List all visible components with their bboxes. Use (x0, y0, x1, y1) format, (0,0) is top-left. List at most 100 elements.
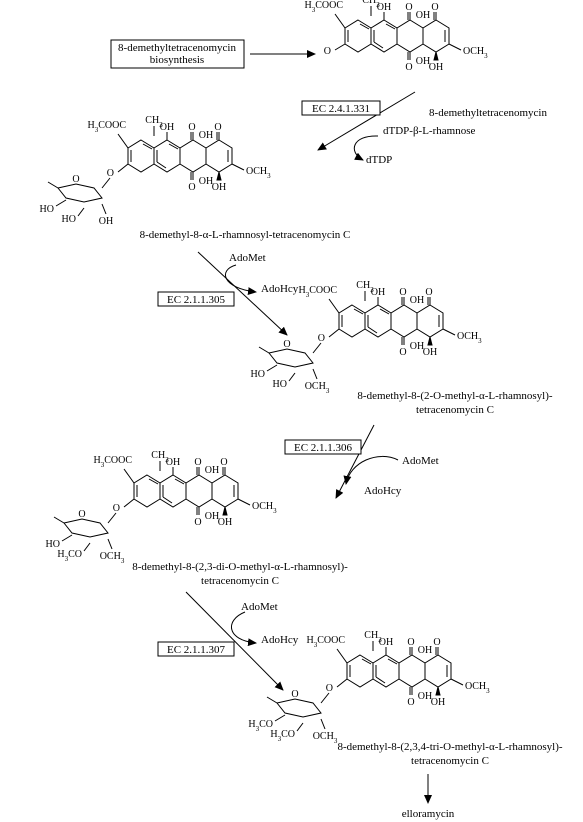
methoxy-group: OCH3 (246, 166, 271, 180)
compound-2-name: 8-demethyl-8-α-L-rhamnosyl-tetracenomyci… (140, 229, 351, 241)
oxo-group: O (405, 62, 412, 73)
double-bond (379, 308, 390, 315)
compound-5-name-line-1: 8-demethyl-8-(2,3,4-tri-O-methyl-α-L-rha… (337, 741, 562, 753)
arrow-step-4 (185, 591, 284, 691)
glycosidic-oxygen: O (107, 168, 114, 179)
double-bond (387, 658, 398, 665)
wedge-bond (216, 171, 222, 181)
glycosidic-bond-2 (320, 692, 330, 704)
ester-group: H3COOC (306, 635, 345, 649)
methoxy-bond (442, 328, 456, 336)
glycosidic-bond-2 (107, 512, 117, 524)
c5-methyl-bond (53, 516, 65, 524)
ring-3 (390, 304, 418, 338)
ring-1 (133, 474, 161, 508)
start-box-line-2: biosynthesis (150, 54, 204, 66)
sugar-methoxy: OCH3 (313, 731, 338, 745)
hydroxyl-group: OH (199, 176, 213, 187)
final-product-name: elloramycin (402, 808, 455, 820)
hydroxyl-group: OH (418, 645, 432, 656)
double-bond (375, 676, 386, 684)
sugar-hydroxyl: OH (99, 216, 113, 227)
wedge-bond (433, 51, 439, 61)
glycosidic-bond (117, 163, 129, 173)
ring-1 (344, 19, 372, 53)
start-box-line-1: 8-demethyltetracenomycin (118, 42, 236, 54)
ester-bond (336, 648, 348, 664)
cosubstrate-in-4: AdoMet (241, 601, 278, 613)
hydroxyl-group: OH (431, 697, 445, 708)
glycosidic-oxygen: O (326, 683, 333, 694)
sugar-hydroxyl: HO (251, 369, 265, 380)
oxo-group: O (194, 517, 201, 528)
ester-bond (334, 13, 346, 29)
cosubstrate-in-2: AdoMet (229, 252, 266, 264)
hydroxyl-group: OH (429, 62, 443, 73)
methoxy-bond (231, 163, 245, 171)
hydroxyl-group: OH (410, 341, 424, 352)
glycosidic-bond (336, 678, 348, 688)
methoxy-bond (448, 43, 462, 51)
ring-3 (185, 474, 213, 508)
ring-2 (370, 19, 398, 53)
oxo-group: O (399, 287, 406, 298)
double-bond (359, 23, 370, 30)
enzyme-box-3: EC 2.1.1.306 (284, 439, 362, 455)
oxo-group: O (188, 122, 195, 133)
arrow-step-2 (197, 251, 288, 336)
ring-2 (159, 474, 187, 508)
hydroxyl-group: OH (205, 465, 219, 476)
hydroxyl-group: OH (416, 10, 430, 21)
ester-group: H3COOC (298, 285, 337, 299)
hydroxyl-group: OH (218, 517, 232, 528)
sugar-substituent-bond (266, 364, 278, 372)
ring-oxygen: O (78, 509, 85, 520)
sugar-methoxy: H3CO (57, 549, 82, 563)
glycosidic-bond-2 (101, 177, 111, 189)
double-bond (385, 23, 396, 30)
oxo-group: O (214, 122, 221, 133)
cosubstrate-in-3: AdoMet (402, 455, 439, 467)
ester-group: H3COOC (304, 0, 343, 14)
glycosidic-bond (328, 328, 340, 338)
ring-1 (338, 304, 366, 338)
rhamnose-ring (276, 698, 322, 718)
glycosidic-oxygen: O (318, 333, 325, 344)
ester-group: H3COOC (93, 455, 132, 469)
hydroxyl-group: OH (371, 287, 385, 298)
hydroxyl-group: OH (410, 295, 424, 306)
ring-2 (364, 304, 392, 338)
hydroxyl-group: OH (205, 511, 219, 522)
rhamnose-ring (268, 348, 314, 368)
sugar-substituent-bond (77, 207, 85, 217)
hydroxyl-group: OH (418, 691, 432, 702)
oxo-group: O (407, 697, 414, 708)
enzyme-label-4: EC 2.1.1.307 (167, 644, 226, 656)
cosubstrate-curve-2 (225, 264, 257, 296)
compound-4-name-line-2: tetracenomycin C (201, 575, 279, 587)
methoxy-group: OCH3 (463, 46, 488, 60)
enzyme-label-3: EC 2.1.1.306 (294, 442, 353, 454)
double-bond (168, 143, 179, 150)
sugar-methoxy: H3CO (270, 729, 295, 743)
wedge-bond (427, 336, 433, 346)
ester-bond (123, 468, 135, 484)
methyl-group: CH3 (356, 280, 374, 294)
double-bond (174, 478, 185, 485)
ring-3 (398, 654, 426, 688)
methyl-group: CH3 (145, 115, 163, 129)
methoxy-bond (237, 498, 251, 506)
oxo-group: O (405, 2, 412, 13)
cosubstrate-curve-3 (343, 455, 399, 485)
oxo-group: O (194, 457, 201, 468)
c5-methyl-bond (258, 346, 270, 354)
oxo-group: O (188, 182, 195, 193)
glycosidic-bond-2 (312, 342, 322, 354)
ester-bond (117, 133, 129, 149)
rhamnose-ring (63, 518, 109, 538)
compound-4-name-line-1: 8-demethyl-8-(2,3-di-O-methyl-α-L-rhamno… (132, 561, 348, 573)
cosubstrate-out-4: AdoHcy (261, 634, 299, 646)
